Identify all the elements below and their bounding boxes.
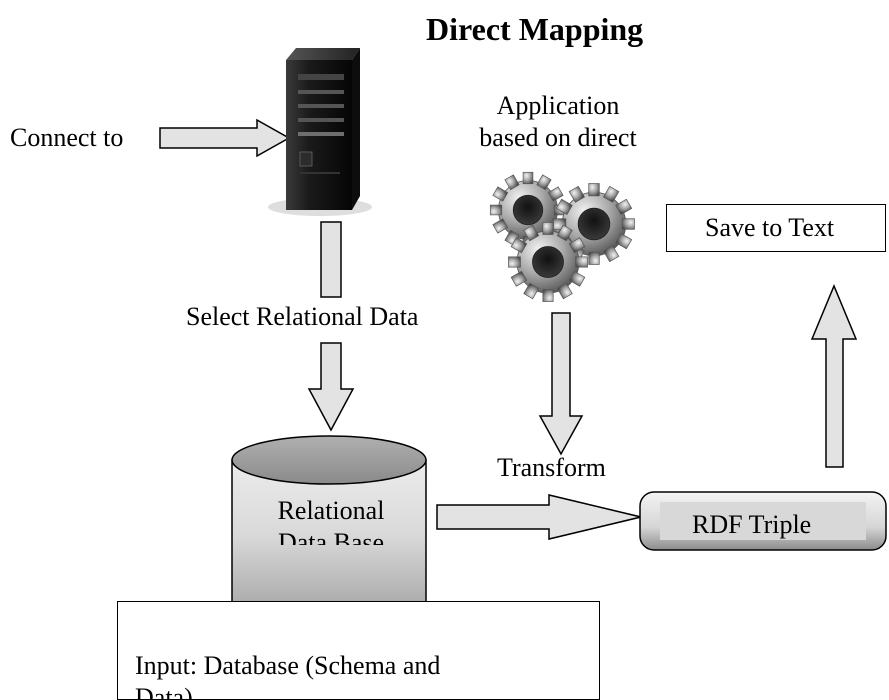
diagram-title: Direct Mapping bbox=[426, 11, 644, 47]
arrow-connect-to-server bbox=[159, 118, 291, 158]
arrow-transform bbox=[538, 312, 584, 456]
select-relational-data-label: Select Relational Data bbox=[186, 302, 419, 331]
input-description-box: Input: Database (Schema and Data) bbox=[117, 601, 600, 700]
save-to-text-box: Save to Text bbox=[666, 204, 886, 252]
input-description-label: Input: Database (Schema and Data) bbox=[135, 651, 441, 700]
arrow-db-to-rdf bbox=[436, 494, 642, 540]
connect-to-label: Connect to bbox=[10, 123, 124, 152]
server-tower-icon bbox=[268, 48, 372, 216]
gears-icon bbox=[489, 171, 635, 302]
arrow-select-shaft bbox=[320, 221, 342, 298]
transform-label: Transform bbox=[497, 453, 606, 482]
database-label-clip: Relational Data Base bbox=[252, 495, 410, 545]
arrow-rdf-to-save bbox=[810, 284, 858, 468]
application-label: Application based on direct bbox=[479, 91, 637, 152]
save-to-text-label: Save to Text bbox=[705, 213, 835, 242]
rdf-triple-label: RDF Triple bbox=[692, 510, 812, 539]
database-label: Relational Data Base bbox=[277, 496, 385, 545]
arrow-select-head bbox=[307, 342, 355, 432]
